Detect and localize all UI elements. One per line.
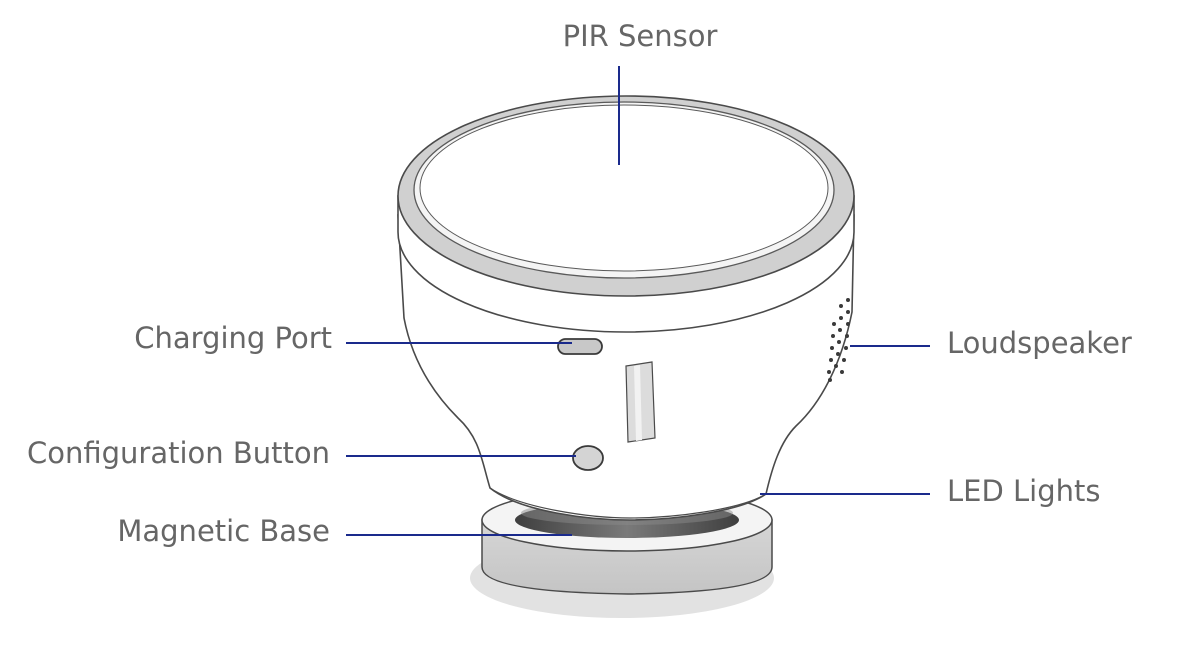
label-led-lights: LED Lights	[947, 474, 1101, 508]
label-charging-port: Charging Port	[134, 321, 332, 355]
label-configuration-button: Configuration Button	[26, 436, 330, 470]
configuration-button-knob	[572, 445, 604, 471]
label-pir-sensor: PIR Sensor	[562, 19, 718, 53]
top-rim	[397, 95, 855, 333]
leader-lines	[346, 66, 930, 536]
pir-lens	[419, 104, 829, 272]
speaker-grille	[827, 298, 850, 382]
label-loudspeaker: Loudspeaker	[947, 326, 1132, 360]
label-magnetic-base: Magnetic Base	[117, 514, 330, 548]
charging-port-slot	[557, 338, 603, 355]
